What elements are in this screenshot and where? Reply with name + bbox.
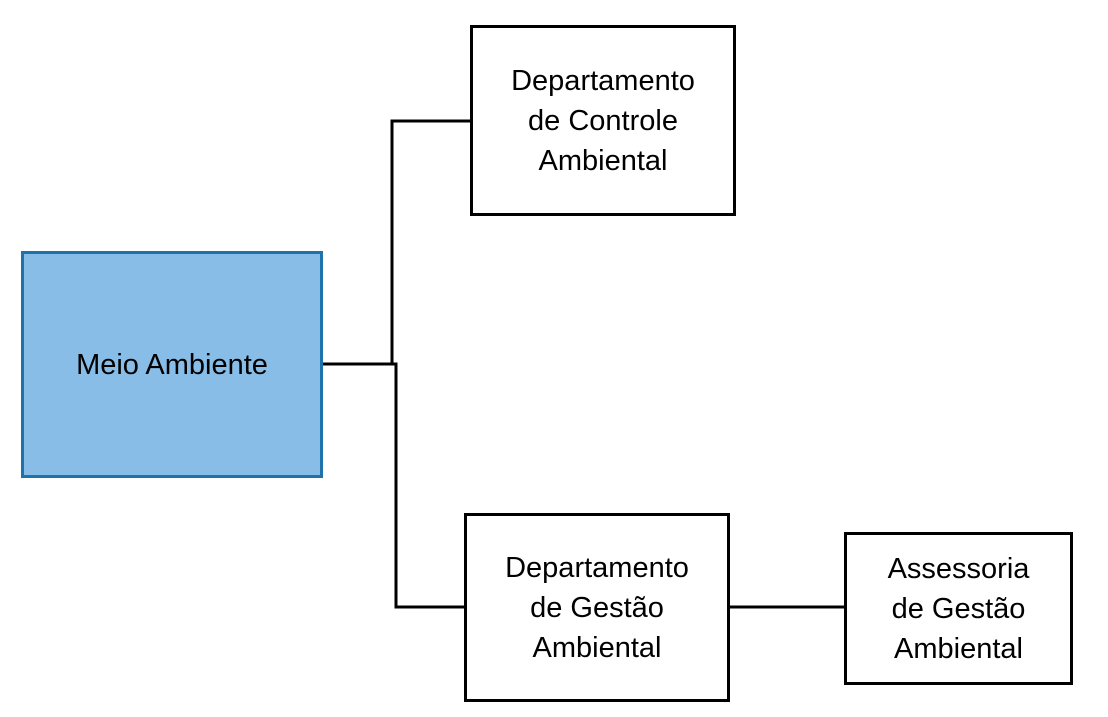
node-departamento-gestao-ambiental-label: Departamento de Gestão Ambiental bbox=[505, 548, 689, 668]
connector-root-to-gestao bbox=[392, 362, 464, 609]
node-meio-ambiente-label: Meio Ambiente bbox=[76, 348, 268, 381]
node-departamento-controle-ambiental-label: Departamento de Controle Ambiental bbox=[511, 61, 695, 181]
node-label-line: Departamento bbox=[505, 551, 689, 584]
node-label-line: Departamento bbox=[511, 64, 695, 97]
node-departamento-controle-ambiental[interactable]: Departamento de Controle Ambiental bbox=[470, 25, 736, 216]
node-label-line: de Controle bbox=[528, 104, 678, 137]
node-label-line: Assessoria bbox=[887, 552, 1030, 585]
connector-root-to-controle bbox=[323, 119, 470, 366]
node-assessoria-gestao-ambiental-label: Assessoria de Gestão Ambiental bbox=[888, 549, 1030, 669]
node-label-line: Ambiental bbox=[532, 631, 662, 664]
node-departamento-gestao-ambiental[interactable]: Departamento de Gestão Ambiental bbox=[464, 513, 730, 702]
node-meio-ambiente[interactable]: Meio Ambiente bbox=[21, 251, 323, 478]
node-label-line: de Gestão bbox=[530, 591, 664, 624]
node-label-line: Ambiental bbox=[538, 144, 668, 177]
node-assessoria-gestao-ambiental[interactable]: Assessoria de Gestão Ambiental bbox=[844, 532, 1073, 685]
node-label-line: de Gestão bbox=[891, 592, 1026, 625]
node-label-line: Ambiental bbox=[894, 632, 1023, 665]
